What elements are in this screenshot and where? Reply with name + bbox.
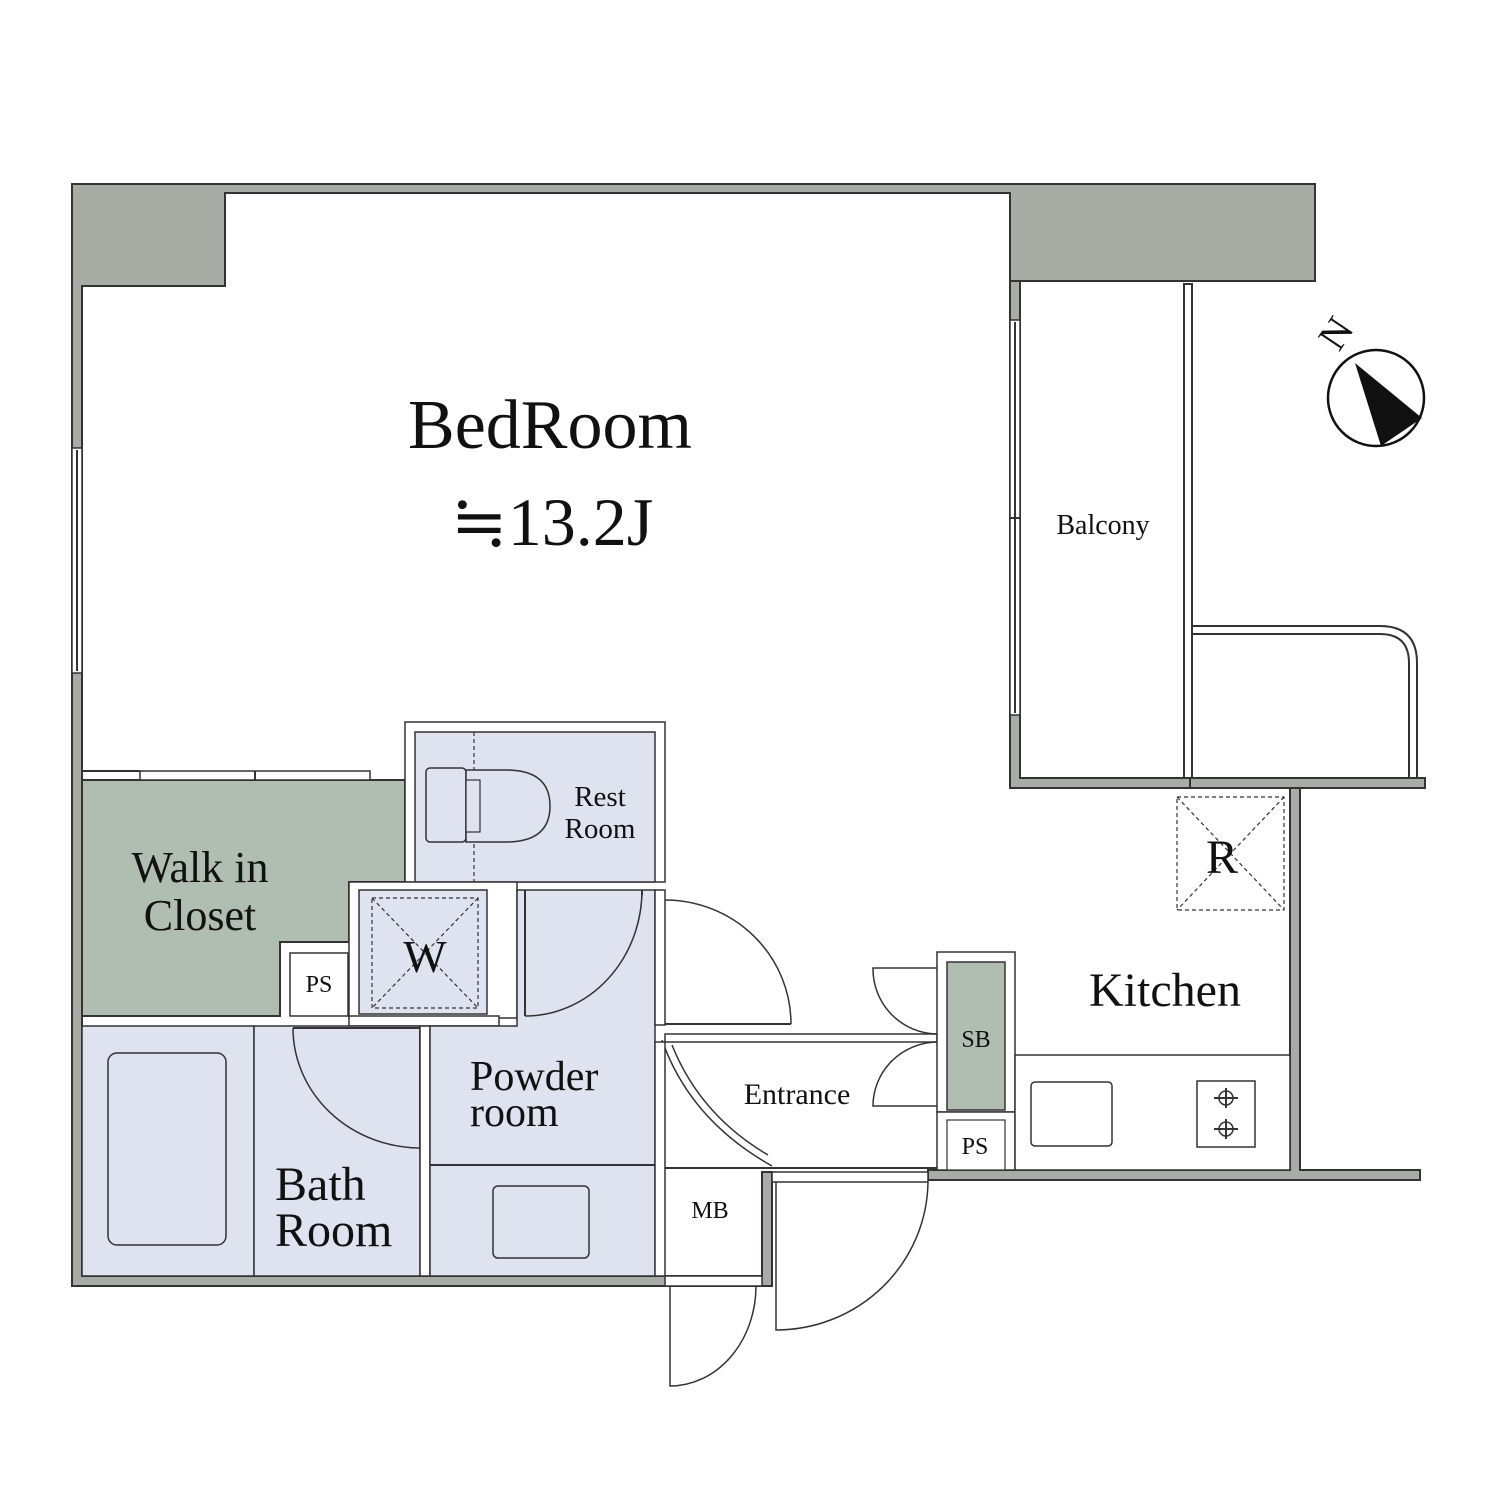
entrance-inner-door bbox=[661, 1039, 773, 1167]
bedroom: BedRoom ≒13.2J bbox=[71, 319, 1021, 716]
bath-label-line2: Room bbox=[275, 1204, 392, 1257]
powder-room: Powder room bbox=[419, 889, 656, 1277]
rest-room: Rest Room bbox=[404, 721, 666, 883]
kitchen-label: Kitchen bbox=[1089, 964, 1241, 1017]
powder-label-line2: room bbox=[470, 1090, 559, 1136]
washer-label: W bbox=[403, 931, 447, 982]
bath-room: Bath Room bbox=[81, 1025, 421, 1277]
meter-box: MB bbox=[654, 1041, 763, 1387]
rest-room-label-line2: Room bbox=[565, 813, 636, 845]
powder-door-swing bbox=[524, 889, 643, 1017]
meter-box-label: MB bbox=[691, 1198, 728, 1224]
entrance: Entrance SB PS bbox=[664, 951, 1016, 1171]
refrigerator-space: R bbox=[1176, 796, 1285, 911]
powder-to-bedroom-door bbox=[654, 889, 792, 1026]
closet-label-line2: Closet bbox=[144, 891, 256, 940]
bathtub bbox=[107, 1052, 227, 1246]
pipe-shaft-closet-label: PS bbox=[306, 972, 333, 998]
structural-walls bbox=[71, 183, 1426, 1287]
washer-pan bbox=[371, 897, 479, 1009]
entrance-label: Entrance bbox=[744, 1078, 851, 1111]
balcony: Balcony bbox=[1056, 283, 1418, 779]
closet-label-line1: Walk in bbox=[132, 843, 269, 892]
powder-label-line1: Powder bbox=[470, 1054, 598, 1100]
burner-icon bbox=[1214, 1088, 1238, 1139]
refrigerator-label: R bbox=[1206, 831, 1238, 884]
compass-north-label: N bbox=[1309, 309, 1362, 358]
toilet-bowl bbox=[465, 769, 551, 843]
pipe-shaft-entrance-label: PS bbox=[962, 1134, 989, 1160]
washer-area: W bbox=[348, 881, 518, 1027]
balcony-label: Balcony bbox=[1056, 510, 1149, 541]
compass-icon: N bbox=[1309, 309, 1426, 448]
shoe-box-label: SB bbox=[961, 1027, 990, 1053]
bath-label-line1: Bath bbox=[275, 1158, 366, 1211]
kitchen: Kitchen R bbox=[1014, 796, 1291, 1171]
front-door bbox=[771, 1171, 929, 1331]
washbasin bbox=[492, 1185, 590, 1259]
rest-room-label-line1: Rest bbox=[574, 781, 626, 813]
meter-box-door-swing bbox=[669, 1285, 757, 1387]
bath-door-swing bbox=[292, 1027, 421, 1149]
pipe-shaft-closet bbox=[289, 952, 349, 1017]
kitchen-sink bbox=[1030, 1081, 1113, 1147]
toilet-tank bbox=[425, 767, 467, 843]
bedroom-area: ≒13.2J bbox=[451, 484, 653, 560]
walk-in-closet: Walk in Closet PS bbox=[81, 770, 406, 1017]
bedroom-name: BedRoom bbox=[408, 387, 692, 464]
